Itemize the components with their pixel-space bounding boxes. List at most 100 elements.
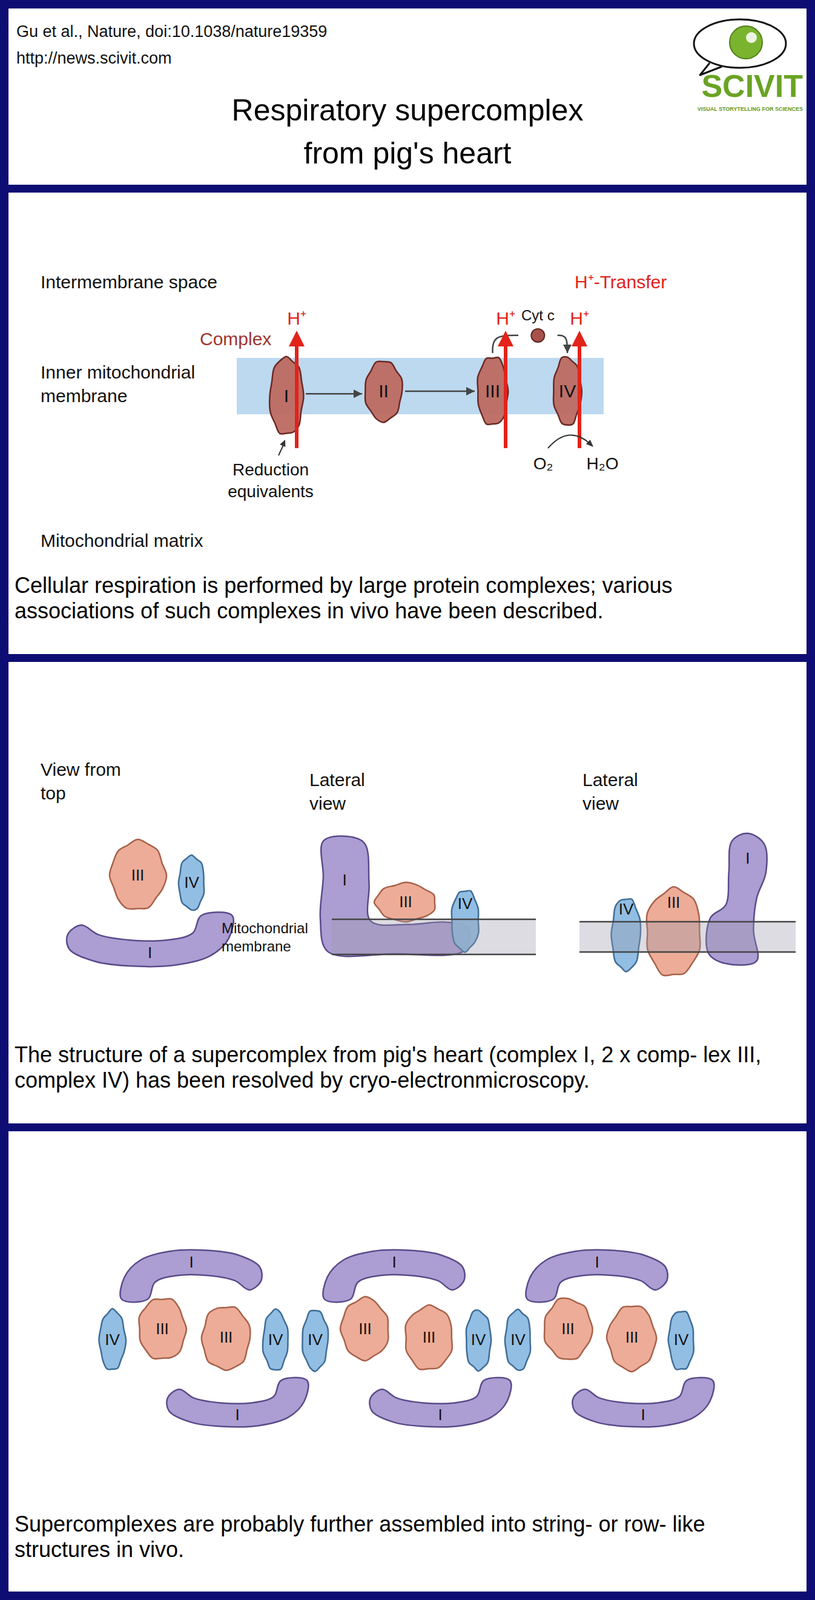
complex-label: IV xyxy=(268,1330,284,1350)
url: http://news.scivit.com xyxy=(16,47,332,70)
proton-arrow-head xyxy=(571,330,588,347)
complex-outline xyxy=(262,1309,289,1371)
protein-complex: I xyxy=(320,1247,469,1302)
membrane-edge xyxy=(579,920,796,923)
complex-outline xyxy=(504,1309,531,1371)
reaction-arrow-head xyxy=(586,439,594,447)
label-slot: Intermembrane space xyxy=(40,270,295,294)
input-label: Reduction equivalents xyxy=(204,458,338,504)
label-slot: SCIVIT xyxy=(653,70,803,102)
complex-outline xyxy=(553,356,582,426)
membrane-edge xyxy=(331,953,536,956)
region-label: Mitochondrial matrix xyxy=(40,528,295,553)
complex-outline xyxy=(365,361,403,423)
proton-arrow-head xyxy=(288,330,305,347)
complex-label: III xyxy=(131,866,145,885)
complex-label: III xyxy=(667,893,681,912)
proton-arrow xyxy=(294,342,299,449)
complex-outline xyxy=(322,1249,465,1302)
complex-outline xyxy=(109,839,167,909)
logo-bubble xyxy=(693,19,786,68)
panel: IIIIVIIIIIIVIVIIIIThe structure of a sup… xyxy=(8,661,807,1124)
complex-label: IV xyxy=(457,894,473,914)
protein-complex: IV xyxy=(666,1306,697,1374)
label-slot: Reduction equivalents xyxy=(204,458,338,504)
complex-label: III xyxy=(219,1328,234,1347)
complex-outline xyxy=(544,1297,593,1359)
complex-label: I xyxy=(234,1405,240,1425)
complex-heading: Complex xyxy=(199,326,276,351)
logo-eye-highlight xyxy=(745,32,757,43)
proton-label: H⁺ xyxy=(561,306,598,330)
complex-outline xyxy=(302,1310,329,1372)
protein-complex: IV xyxy=(96,1306,128,1374)
panel-ground xyxy=(8,661,807,1124)
complex-outline xyxy=(466,1309,492,1371)
complex-label: Cyt c xyxy=(521,306,555,324)
panel: IIIIIIIVCyt cCellular respiration is per… xyxy=(8,192,807,654)
logo-tagline: VISUAL STORYTELLING FOR SCIENCES xyxy=(645,106,803,113)
citation: Gu et al., Nature, doi:10.1038/nature193… xyxy=(16,21,453,43)
leader-arrow-head xyxy=(279,439,286,447)
membrane-band xyxy=(579,921,796,952)
complex-label: I xyxy=(745,849,750,868)
complex-label: II xyxy=(378,380,389,403)
label-slot: O₂ xyxy=(524,452,562,475)
proton-arrow xyxy=(577,342,582,449)
panel-ground xyxy=(8,1131,807,1592)
complex-outline xyxy=(668,1310,694,1370)
molecule-label: O₂ xyxy=(524,452,562,475)
complex-label: IV xyxy=(104,1330,120,1350)
complex-label: IV xyxy=(673,1330,690,1350)
label-slot: VISUAL STORYTELLING FOR SCIENCES xyxy=(645,106,803,113)
complex-label: I xyxy=(437,1405,443,1425)
label-slot: Mitochondrial membrane xyxy=(221,919,325,956)
reaction-arrow xyxy=(547,434,591,449)
protein-complex: II xyxy=(362,357,406,425)
view-label: Lateral view xyxy=(582,767,662,815)
caption-text: Supercomplexes are probably further asse… xyxy=(14,1511,796,1563)
protein-complex: IV xyxy=(176,852,208,914)
label-slot: H⁺ xyxy=(487,306,524,330)
complex-label: IV xyxy=(558,380,576,403)
view-label: View from top xyxy=(40,757,138,805)
complex-outline xyxy=(119,1249,262,1302)
proton-label: H⁺ xyxy=(487,306,524,330)
label-slot: H⁺ xyxy=(278,306,315,330)
label-slot: Inner mitochondrial membrane xyxy=(40,360,223,408)
protein-complex: I xyxy=(267,353,306,440)
label-slot: H₂O xyxy=(578,452,627,475)
membrane-edge xyxy=(579,951,796,954)
title-slot: Respiratory supercomplex from pig's hear… xyxy=(207,89,608,175)
protein-complex: IV xyxy=(299,1306,331,1374)
logo-eye xyxy=(729,26,763,59)
complex-outline xyxy=(477,357,509,425)
complex-label: IV xyxy=(307,1330,323,1350)
protein-complex: I xyxy=(366,1378,515,1429)
protein-complex: I xyxy=(117,1247,266,1302)
membrane-edge xyxy=(331,918,536,921)
complex-outline xyxy=(166,1377,309,1427)
protein-complex: III xyxy=(107,837,169,914)
complex-outline xyxy=(201,1306,251,1371)
legend-note: H⁺-Transfer xyxy=(574,270,757,294)
complex-label: I xyxy=(391,1253,396,1272)
proton-arrow xyxy=(503,342,508,449)
complex-outline xyxy=(138,1298,186,1359)
region-label: Intermembrane space xyxy=(40,270,295,294)
complex-label: IV xyxy=(618,900,634,919)
complex-label: I xyxy=(147,943,152,963)
protein-complex: III xyxy=(338,1294,392,1363)
flow-arrow xyxy=(305,392,363,395)
protein-complex: IV xyxy=(260,1306,291,1374)
complex-outline xyxy=(340,1296,389,1361)
complex-label: IV xyxy=(184,873,200,892)
panel: IIVIIIIIIIVIIIVIIIIIIIVIIIVIIIIIIIVISupe… xyxy=(8,1131,807,1592)
label-slot: Complex xyxy=(199,326,276,351)
label-slot: Mitochondrial matrix xyxy=(40,528,295,553)
protein-complex: IV xyxy=(463,1306,494,1374)
view-label: Lateral view xyxy=(309,767,389,815)
protein-complex: III xyxy=(372,880,439,924)
